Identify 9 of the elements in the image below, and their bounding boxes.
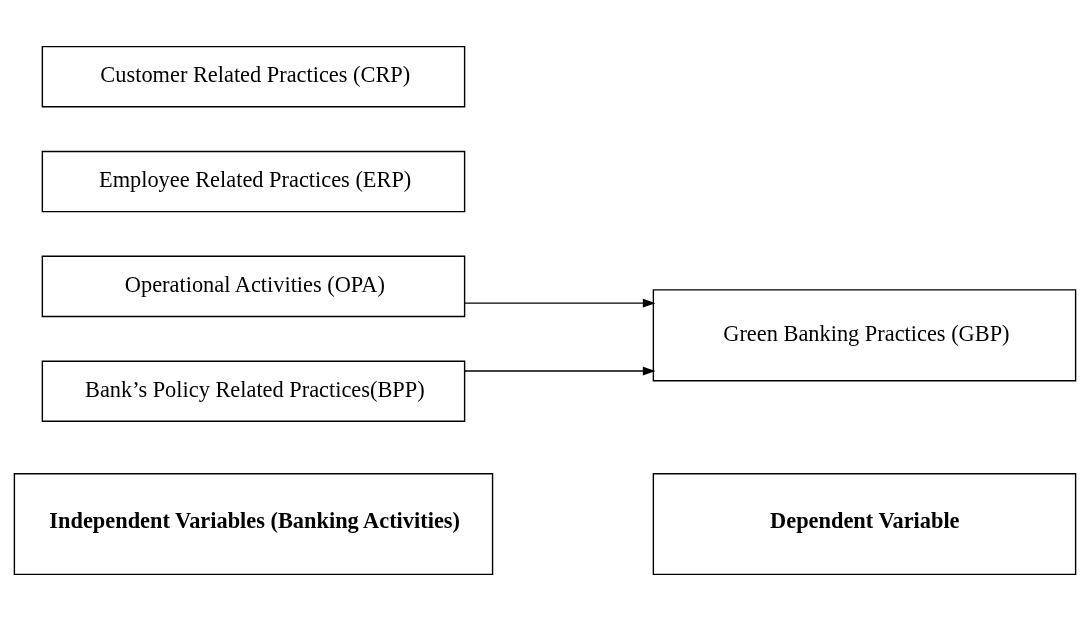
node-box: Customer Related Practices (CRP) (41, 45, 466, 108)
arrow (463, 366, 656, 376)
node-box: Dependent Variable (652, 473, 1077, 576)
node-box: Green Banking Practices (GBP) (652, 289, 1077, 382)
node-box: Employee Related Practices (ERP) (41, 150, 466, 213)
node-box: Bank’s Policy Related Practices(BPP) (41, 360, 466, 422)
node-box: Independent Variables (Banking Activities) (13, 473, 494, 576)
node-box: Operational Activities (OPA) (41, 255, 466, 318)
arrow (463, 298, 656, 308)
